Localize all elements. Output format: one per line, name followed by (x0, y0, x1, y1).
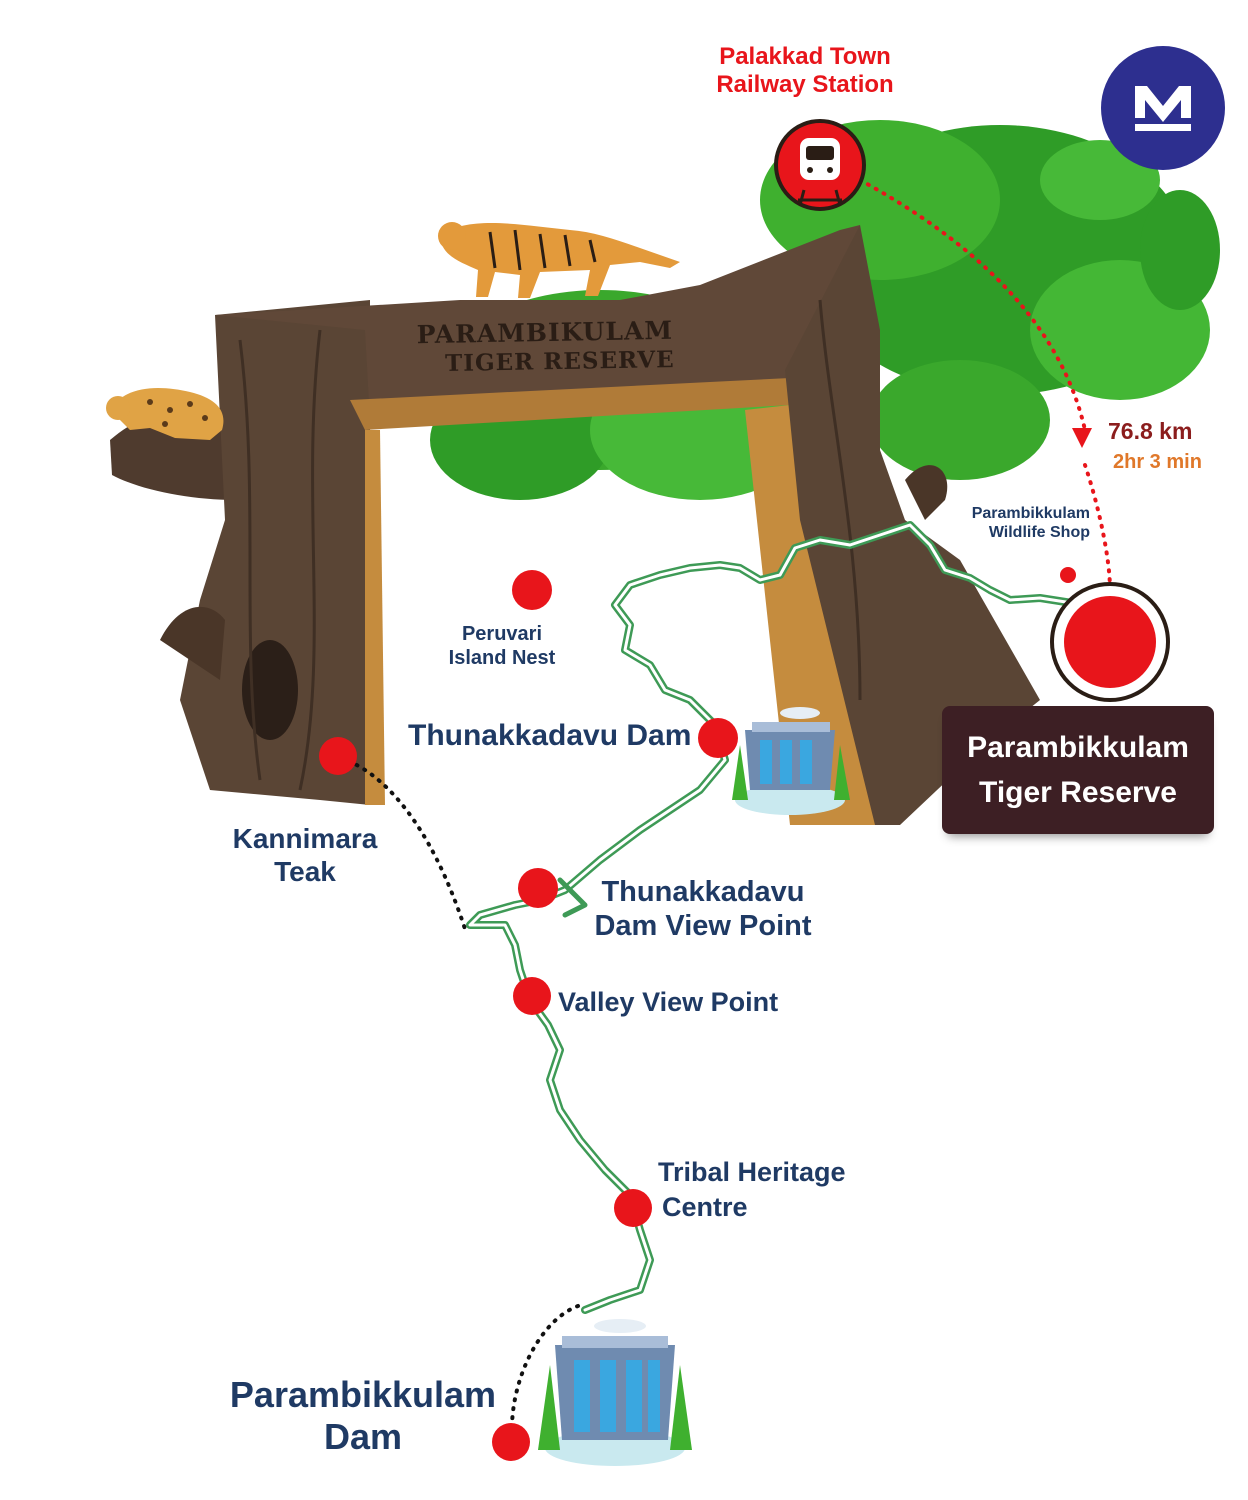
wildlife-shop-line1: Parambikkulam (971, 505, 1090, 522)
marker-wildlife-shop (1060, 567, 1076, 583)
destination-box: Parambikkulam Tiger Reserve (942, 706, 1214, 834)
leopard-figure (106, 387, 224, 440)
marker-thunakkadavu-view (518, 868, 558, 908)
railway-station-line1: Palakkad Town (719, 43, 891, 70)
thunakkadavu-dam-label: Thunakkadavu Dam (408, 719, 692, 752)
railway-station-line2: Railway Station (716, 71, 894, 99)
parambikkulam-dam-label: Parambikkulam Dam (226, 1374, 500, 1459)
parambikkulam-dam-line2: Dam (323, 1416, 403, 1458)
brand-logo (1101, 46, 1225, 170)
tiger-figure (438, 222, 680, 298)
dam-icon (732, 707, 850, 815)
thunakkadavu-view-line1: Thunakkadavu (601, 876, 805, 908)
marker-tribal-heritage (614, 1189, 652, 1227)
thunakkadavu-view-label: Thunakkadavu Dam View Point (586, 875, 820, 943)
location-markers (319, 567, 1076, 1461)
destination-marker (1050, 582, 1170, 702)
railway-station-label: Palakkad Town Railway Station (700, 43, 910, 100)
wildlife-shop-label: Parambikkulam Wildlife Shop (940, 505, 1090, 543)
peruvari-label: Peruvari Island Nest (430, 623, 574, 670)
marker-peruvari (512, 570, 552, 610)
thunakkadavu-view-line2: Dam View Point (594, 910, 812, 943)
peruvari-line2: Island Nest (448, 646, 556, 669)
destination-line2: Tiger Reserve (979, 776, 1177, 809)
valley-view-label: Valley View Point (558, 987, 779, 1017)
gate-sign-line2: TIGER RESERVE (445, 346, 675, 377)
train-icon (774, 119, 866, 211)
kannimara-line1: Kannimara (232, 823, 378, 854)
rail-route (858, 178, 1112, 592)
peruvari-line1: Peruvari (461, 623, 543, 645)
tribal-heritage-line2: Centre (662, 1192, 748, 1223)
travel-time: 2hr 3 min (1113, 451, 1202, 473)
walking-trails (338, 756, 580, 1437)
parambikkulam-dam-line1: Parambikkulam (229, 1374, 497, 1415)
distance-km: 76.8 km (1108, 418, 1193, 444)
tribal-heritage-label: Tribal Heritage Centre (658, 1155, 846, 1225)
marker-thunakkadavu-dam (698, 718, 738, 758)
wildlife-shop-line2: Wildlife Shop (988, 523, 1090, 541)
kannimara-line2: Teak (274, 856, 336, 888)
tribal-heritage-line1: Tribal Heritage (658, 1157, 846, 1187)
rail-arrowhead (1072, 428, 1092, 448)
gate-sign-line1: PARAMBIKULAM (416, 316, 673, 349)
marker-kannimara (319, 737, 357, 775)
dam-icon (538, 1319, 692, 1466)
marker-valley-view (513, 977, 551, 1015)
destination-line1: Parambikkulam (967, 731, 1189, 764)
kannimara-label: Kannimara Teak (222, 822, 388, 888)
marker-parambikkulam-dam (492, 1423, 530, 1461)
